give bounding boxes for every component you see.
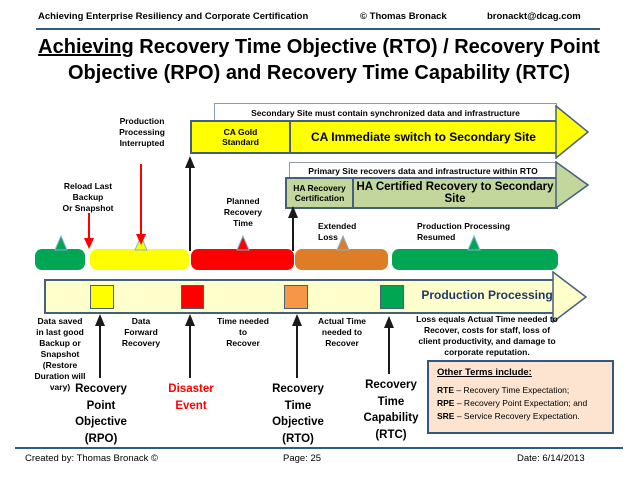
timeline-segment-resumed <box>392 249 558 270</box>
ha-recovery-certification-box: HA Recovery Certification <box>287 179 354 207</box>
primary-site-banner-label: HA Certified Recovery to Secondary Site <box>356 181 554 205</box>
other-terms-item: RTE – Recovery Time Expectation; <box>437 385 570 395</box>
footer-divider <box>15 447 623 449</box>
label-production-processing: Production Processing <box>421 288 553 302</box>
label-data-saved: Data saved in last good Backup or Snapsh… <box>34 316 86 393</box>
title-underlined-word: Achieving <box>38 36 134 58</box>
label-rto: Recovery Time Objective (RTO) <box>272 383 324 446</box>
other-terms-box: Other Terms include: RTE – Recovery Time… <box>427 360 614 434</box>
label-planned-recovery-time: Planned Recovery Time <box>223 196 263 229</box>
title-line2: Objective (RPO) and Recovery Time Capabi… <box>68 61 570 84</box>
other-terms-item: RPE – Recovery Point Expectation; and <box>437 398 588 409</box>
timeline-segment-backup <box>35 249 85 270</box>
label-production-interrupted: Production Processing Interrupted <box>119 116 165 149</box>
label-extended-loss: Extended Loss <box>318 221 357 243</box>
label-production-resumed: Production Processing Resumed <box>417 221 511 243</box>
header-email: bronackt@dcag.com <box>487 11 581 22</box>
label-data-forward-recovery: Data Forward Recovery <box>121 316 161 349</box>
secondary-site-banner-label: CA Immediate switch to Secondary Site <box>311 130 536 144</box>
other-terms-item: SRE – Service Recovery Expectation. <box>437 411 580 422</box>
label-actual-time-needed: Actual Time needed to Recover <box>317 316 367 349</box>
secondary-banner-arrowhead <box>555 105 589 159</box>
marker-box-rpo <box>90 285 114 309</box>
header-title: Achieving Enterprise Resiliency and Corp… <box>38 11 309 22</box>
label-rtc: Recovery Time Capability (RTC) <box>363 379 419 442</box>
header-divider <box>36 28 600 30</box>
page-title: Achieving Recovery Time Objective (RTO) … <box>0 35 638 86</box>
title-line1: Recovery Time Objective (RTO) / Recovery… <box>133 36 600 58</box>
label-loss-description: Loss equals Actual Time needed to Recove… <box>416 314 558 358</box>
secondary-site-banner: CA Gold Standard CA Immediate switch to … <box>190 120 558 154</box>
primary-site-banner: HA Recovery Certification HA Certified R… <box>285 177 558 209</box>
footer-page-number: Page: 25 <box>283 453 322 464</box>
production-banner-arrowhead <box>552 271 588 323</box>
timeline-segment-pre-disaster <box>90 249 189 270</box>
footer-author: Created by: Thomas Bronack © <box>25 453 159 464</box>
label-rpo: Recovery Point Objective (RPO) <box>75 383 127 446</box>
marker-box-rto <box>284 285 308 309</box>
timeline-segment-outage <box>191 249 294 270</box>
primary-banner-arrowhead <box>555 161 589 209</box>
marker-box-disaster <box>181 285 204 309</box>
timeline-segment-extended-loss <box>295 249 388 270</box>
header-copyright: © Thomas Bronack <box>360 11 447 22</box>
other-terms-heading: Other Terms include: <box>437 367 532 378</box>
ca-gold-standard-box: CA Gold Standard <box>192 122 291 152</box>
label-time-needed-to-recover: Time needed to Recover <box>217 316 269 349</box>
marker-box-rtc <box>380 285 404 309</box>
label-disaster-event: Disaster Event <box>168 383 214 412</box>
label-reload-backup: Reload Last Backup Or Snapshot <box>62 181 114 214</box>
footer-date: Date: 6/14/2013 <box>517 453 585 464</box>
